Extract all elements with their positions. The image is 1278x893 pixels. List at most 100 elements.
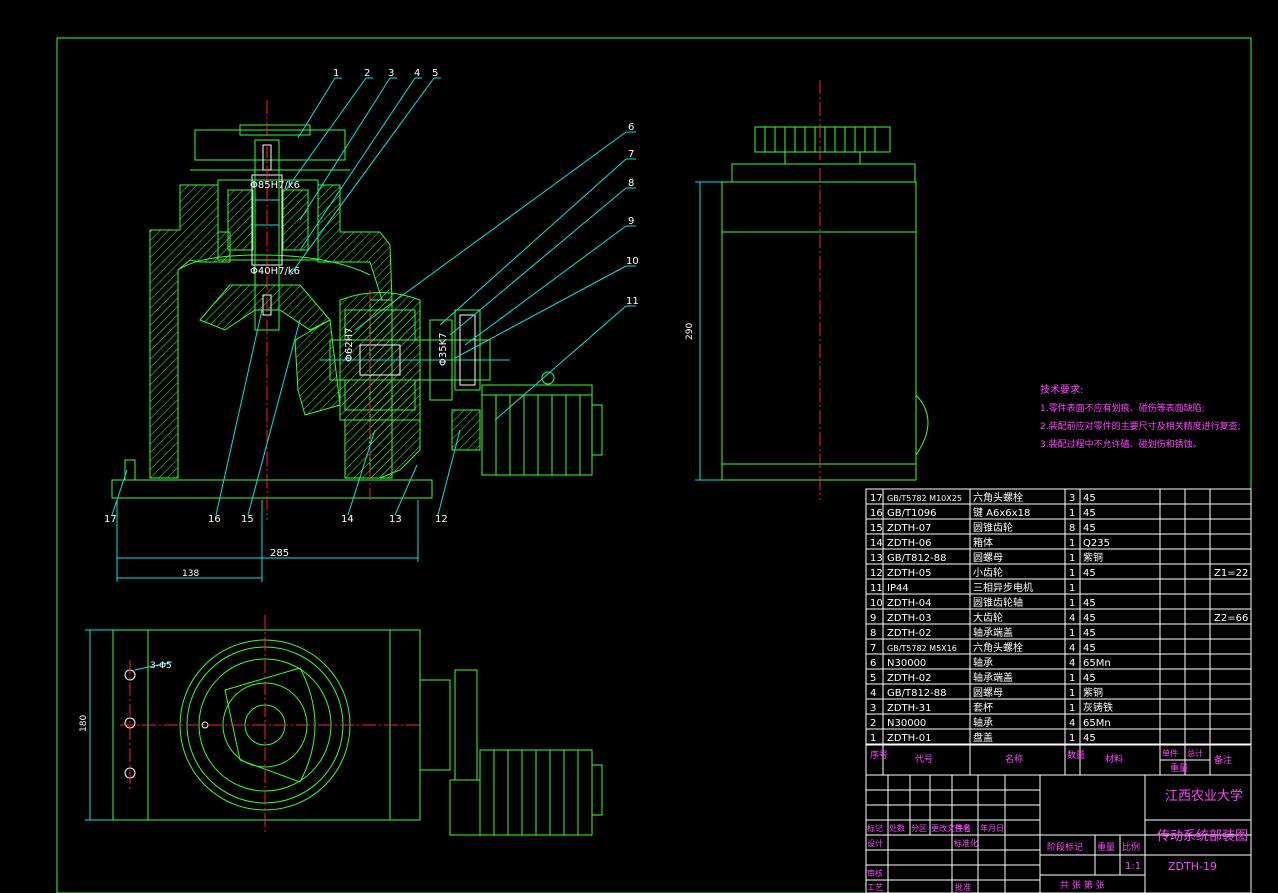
bom-cell-mat: 灰铸铁 [1083,701,1113,714]
tech-line-3: 3.装配过程中不允许磕、碰划伤和锈蚀。 [1040,438,1202,450]
bom-cell-code: ZDTH-01 [887,733,932,744]
hdr-note: 备注 [1214,754,1232,766]
bom-cell-name: 圆螺母 [973,552,1003,564]
bom-cell-qty: 1 [1069,568,1075,579]
bom-cell-mat: 65Mn [1083,658,1111,669]
bom-cell-no: 2 [870,718,876,729]
tb-stage: 阶段标记 [1047,841,1083,853]
bom-cell-code: GB/T812-88 [887,688,947,699]
bom-cell-name: 圆锥齿轮轴 [973,596,1023,609]
tb-count: 处数 [889,823,905,833]
bom-cell-no: 4 [870,688,876,699]
bom-cell-code: N30000 [887,658,926,669]
bom-cell-mat: 45 [1083,643,1096,654]
bom-cell-code: ZDTH-05 [887,568,932,579]
tech-line-2: 2.装配前应对零件的主要尺寸及相关精度进行复查; [1040,420,1241,432]
fit-label-3: Φ62H7 [344,328,355,362]
bom-cell-code: ZDTH-06 [887,538,932,549]
bom-cell-mat: 紫铜 [1083,687,1103,699]
balloon-3: 3 [388,68,394,79]
bom-cell-name: 套杯 [973,701,993,714]
balloon-14: 14 [341,514,354,525]
tb-craft: 工艺 [867,883,883,892]
bom-cell-name: 三相异步电机 [973,581,1033,594]
bom-cell-code: ZDTH-03 [887,613,932,624]
bom-cell-mat: 45 [1083,523,1096,534]
bom-cell-name: 轴承端盖 [973,671,1013,684]
bom-cell-no: 17 [870,493,883,504]
tb-mark: 标记 [867,823,883,833]
drawing-frame [56,37,1252,893]
bom-cell-name: 轴承 [973,656,993,669]
tb-weight: 重量 [1097,841,1115,853]
tb-ratio: 比例 [1122,841,1140,853]
bom-cell-name: 圆螺母 [973,687,1003,699]
top-view: 3-Φ5 180 [79,615,603,836]
bom-cell-qty: 3 [1069,493,1075,504]
balloon-2: 2 [364,68,370,79]
bom-cell-code: ZDTH-04 [887,598,932,609]
bom-cell-no: 7 [870,643,876,654]
bom-cell-qty: 4 [1069,658,1075,669]
bom-cell-qty: 8 [1069,523,1075,534]
balloon-6: 6 [628,122,634,133]
bom-cell-no: 12 [870,568,883,579]
bom-cell-qty: 1 [1069,508,1075,519]
bom-cell-name: 圆锥齿轮 [973,521,1013,534]
bom-cell-qty: 1 [1069,733,1075,744]
dim-290: 290 [685,323,695,340]
hdr-weight: 重量 [1170,762,1188,774]
bom-cell-no: 16 [870,508,883,519]
bom-cell-name: 轴承端盖 [973,626,1013,639]
bom-cell-name: 轴承 [973,716,993,729]
dim-285: 285 [270,548,289,559]
balloon-13: 13 [389,514,402,525]
balloon-17: 17 [104,514,117,525]
bom-cell-mat: 65Mn [1083,718,1111,729]
bom-cell-code: GB/T5782 M5X16 [887,644,957,653]
bom-cell-name: 键 A6x6x18 [973,506,1030,519]
bom-cell-code: IP44 [887,583,909,594]
bom-cell-code: GB/T5782 M10X25 [887,494,962,503]
bom-cell-no: 5 [870,673,876,684]
balloon-11: 11 [626,296,639,307]
bom-cell-mat: 紫铜 [1083,552,1103,564]
balloon-4: 4 [414,68,420,79]
hdr-name: 名称 [1005,753,1023,765]
balloon-16: 16 [208,514,221,525]
bom-cell-mat: 45 [1083,733,1096,744]
tb-drawing-no: ZDTH-19 [1168,860,1217,873]
bom-cell-code: N30000 [887,718,926,729]
tb-school: 江西农业大学 [1165,788,1243,804]
front-section-view: Φ85H7/k6 Φ40H7/k6 Φ62H7 Φ35K7 285 138 [111,100,603,582]
hdr-qty: 数量 [1067,749,1085,761]
balloon-10: 10 [626,256,639,267]
title-block: 标记 处数 分区 更改文件号 签名 年月日 设计 标准化 审核 工艺 批准 阶段… [865,774,1252,893]
bom-cell-name: 小齿轮 [973,566,1003,579]
bom-cell-mat: 45 [1083,628,1096,639]
bom-cell-mat: 45 [1083,568,1096,579]
balloon-8: 8 [628,178,634,189]
bom-cell-no: 11 [870,583,883,594]
bom-cell-code: GB/T812-88 [887,553,947,564]
tb-review: 审核 [867,868,883,878]
bom-cell-code: ZDTH-31 [887,703,932,714]
bom-cell-no: 1 [870,733,876,744]
bom-cell-mat: 45 [1083,508,1096,519]
tech-line-1: 1.零件表面不应有划痕、碰伤等表面缺陷; [1040,402,1205,414]
bom-cell-qty: 4 [1069,718,1075,729]
bom-cell-qty: 1 [1069,553,1075,564]
bom-cell-mat: 45 [1083,613,1096,624]
tb-change: 更改文件号 [931,823,971,833]
bom-cell-no: 8 [870,628,876,639]
bom-cell-qty: 4 [1069,613,1075,624]
balloon-12: 12 [435,514,448,525]
bom-cell-no: 14 [870,538,883,549]
tb-drawing-name: 传动系统部装图 [1157,829,1248,844]
bom-cell-mat: 45 [1083,673,1096,684]
fit-label-1: Φ85H7/k6 [250,180,300,191]
bom-cell-mat: 45 [1083,493,1096,504]
dim-holes: 3-Φ5 [150,661,172,671]
bom-cell-note: Z2=66 [1214,613,1248,624]
